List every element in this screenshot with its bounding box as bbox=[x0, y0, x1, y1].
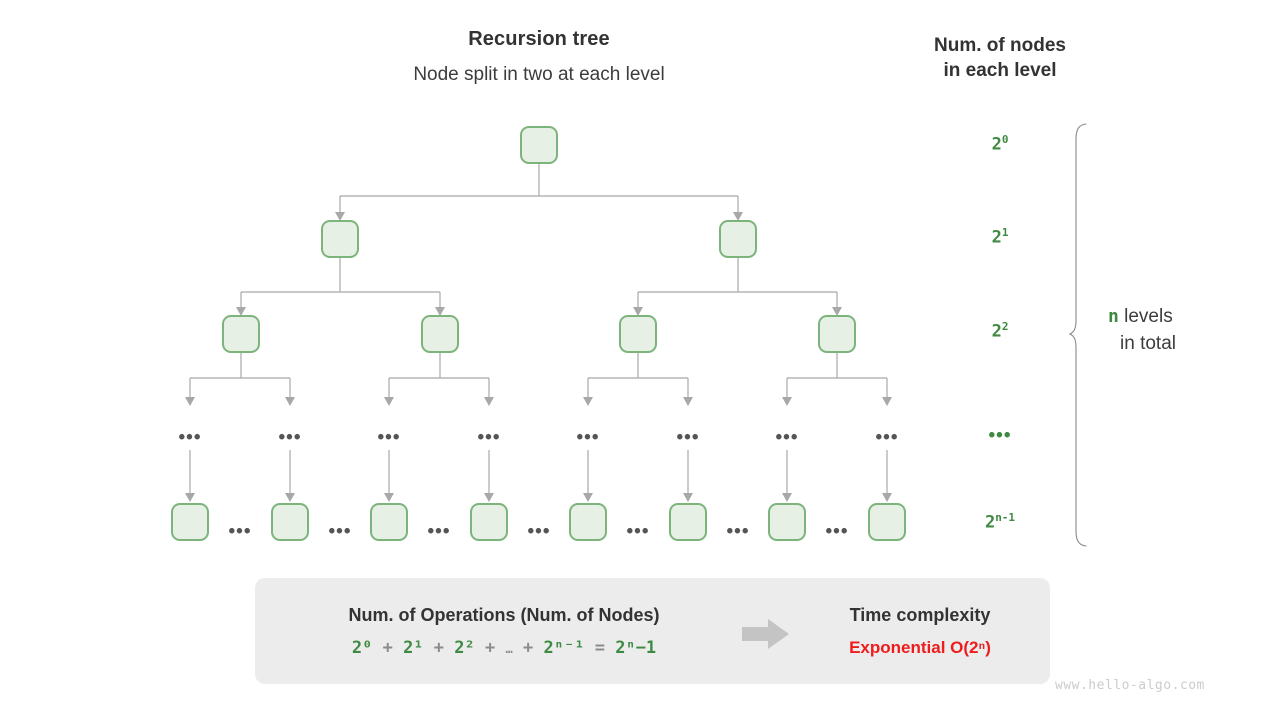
level-count-2: 22 bbox=[955, 320, 1045, 342]
level-count-base: 2 bbox=[991, 134, 1002, 155]
formula-op: + bbox=[433, 638, 445, 658]
level-ellipsis: ••• bbox=[576, 427, 600, 448]
tree-subtitle: Node split in two at each level bbox=[413, 64, 665, 85]
node-count-title-line1: Num. of nodes bbox=[934, 35, 1066, 56]
level-count-base: 2 bbox=[991, 227, 1002, 248]
level-ellipsis: ••• bbox=[477, 427, 501, 448]
level-count-1: 21 bbox=[955, 226, 1045, 248]
time-complexity-title: Time complexity bbox=[849, 605, 991, 625]
formula-term: 2ⁿ⁻¹ bbox=[543, 638, 585, 658]
levels-note-line2: in total bbox=[1120, 333, 1176, 354]
level-count-ellipsis: ••• bbox=[988, 425, 1012, 446]
node-count-title: Num. of nodes in each level bbox=[900, 33, 1100, 83]
bottom-ellipsis: ••• bbox=[427, 521, 451, 542]
bottom-ellipsis: ••• bbox=[626, 521, 650, 542]
levels-total-note: n levels in total bbox=[1108, 303, 1258, 357]
summary-box bbox=[255, 578, 1050, 684]
tree-node[interactable] bbox=[768, 503, 806, 541]
formula-ellipsis: … bbox=[505, 642, 513, 656]
formula-op: = bbox=[594, 638, 605, 658]
level-count-base: 2 bbox=[991, 321, 1002, 342]
level-ellipsis: ••• bbox=[676, 427, 700, 448]
bottom-ellipsis: ••• bbox=[228, 521, 252, 542]
tree-node[interactable] bbox=[271, 503, 309, 541]
formula-op: + bbox=[382, 638, 393, 658]
level-count-exp: n-1 bbox=[995, 511, 1016, 524]
operations-formula: 2⁰ + 2¹ + 2² + … + 2ⁿ⁻¹ = 2ⁿ−1 bbox=[278, 638, 730, 658]
tree-node[interactable] bbox=[171, 503, 209, 541]
tree-node[interactable] bbox=[321, 220, 359, 258]
tree-title: Recursion tree bbox=[468, 28, 610, 50]
level-count-exp: 0 bbox=[1001, 133, 1009, 146]
level-ellipsis: ••• bbox=[178, 427, 202, 448]
level-ellipsis: ••• bbox=[377, 427, 401, 448]
level-count-last: 2n-1 bbox=[955, 511, 1045, 533]
formula-term: 2¹ bbox=[403, 638, 424, 658]
tree-node[interactable] bbox=[421, 315, 459, 353]
right-arrow-icon bbox=[742, 619, 789, 649]
level-count-exp: 2 bbox=[1001, 320, 1009, 333]
tree-connectors bbox=[185, 164, 892, 502]
formula-result: 2ⁿ−1 bbox=[615, 638, 657, 658]
formula-term: 2⁰ bbox=[351, 638, 373, 658]
formula-op: + bbox=[485, 638, 496, 658]
tree-node[interactable] bbox=[222, 315, 260, 353]
tree-node[interactable] bbox=[669, 503, 707, 541]
bottom-ellipsis: ••• bbox=[328, 521, 352, 542]
node-count-title-line2: in each level bbox=[943, 60, 1057, 81]
tree-node[interactable] bbox=[868, 503, 906, 541]
tree-node[interactable] bbox=[569, 503, 607, 541]
tree-node[interactable] bbox=[719, 220, 757, 258]
tree-node[interactable] bbox=[818, 315, 856, 353]
formula-op: + bbox=[523, 638, 534, 658]
tree-node[interactable] bbox=[370, 503, 408, 541]
levels-note-line1: n levels bbox=[1108, 303, 1258, 330]
operations-title: Num. of Operations (Num. of Nodes) bbox=[348, 605, 660, 625]
watermark: www.hello-algo.com bbox=[1055, 678, 1205, 693]
level-count-base: 2 bbox=[984, 512, 996, 533]
levels-brace bbox=[1068, 123, 1087, 547]
tree-node[interactable] bbox=[619, 315, 657, 353]
level-count-exp: 1 bbox=[1001, 226, 1009, 239]
level-ellipsis: ••• bbox=[775, 427, 799, 448]
formula-term: 2² bbox=[454, 638, 475, 658]
levels-note-text: levels bbox=[1118, 306, 1173, 327]
time-complexity-value: Exponential O(2ⁿ) bbox=[849, 638, 991, 657]
tree-node[interactable] bbox=[470, 503, 508, 541]
level-ellipsis: ••• bbox=[278, 427, 302, 448]
level-count-0: 20 bbox=[955, 133, 1045, 155]
levels-variable: n bbox=[1108, 306, 1119, 327]
bottom-ellipsis: ••• bbox=[527, 521, 551, 542]
tree-node[interactable] bbox=[520, 126, 558, 164]
level-ellipsis: ••• bbox=[875, 427, 899, 448]
bottom-ellipsis: ••• bbox=[825, 521, 849, 542]
bottom-ellipsis: ••• bbox=[726, 521, 750, 542]
